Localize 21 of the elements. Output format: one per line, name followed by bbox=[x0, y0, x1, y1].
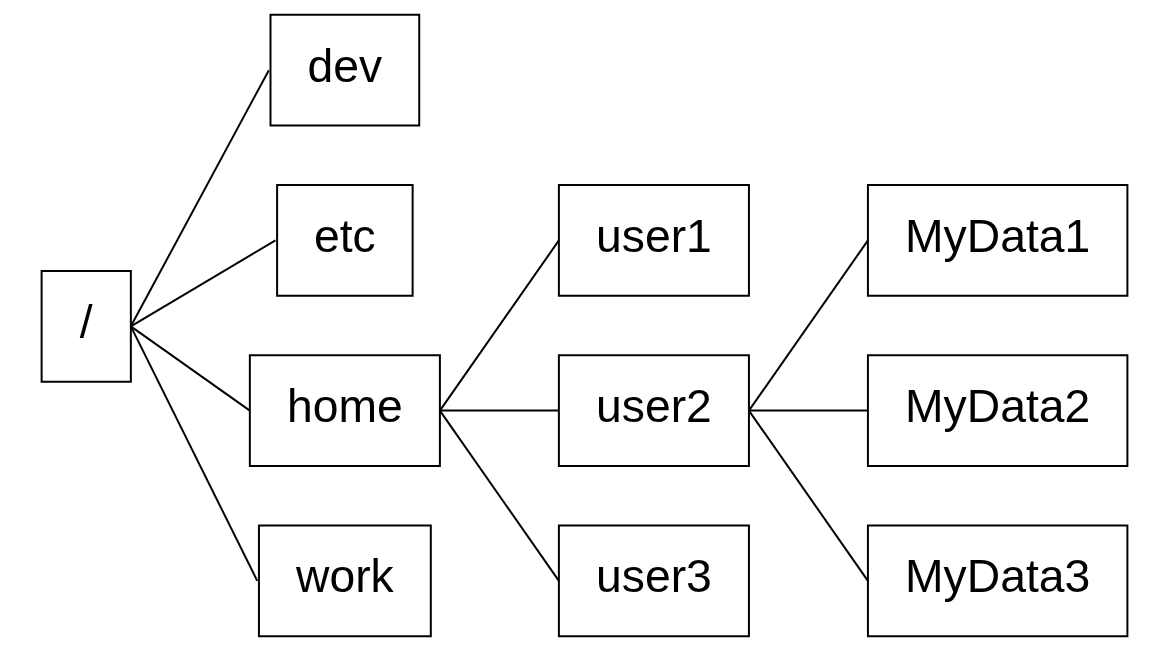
connector bbox=[129, 239, 276, 328]
node-box: MyData1 bbox=[866, 184, 1128, 297]
connector bbox=[129, 325, 251, 412]
connector bbox=[129, 325, 258, 582]
node-box: user1 bbox=[557, 184, 750, 297]
node-box: MyData3 bbox=[866, 524, 1128, 638]
node-box: / bbox=[40, 269, 132, 383]
connector bbox=[747, 409, 869, 582]
node-box: user3 bbox=[557, 524, 750, 638]
connector bbox=[747, 409, 869, 412]
connector bbox=[438, 239, 560, 412]
connector bbox=[747, 239, 869, 412]
node-box: MyData2 bbox=[866, 354, 1128, 467]
node-box: user2 bbox=[557, 354, 750, 467]
node-box: work bbox=[257, 524, 432, 638]
node-box: dev bbox=[269, 13, 420, 127]
connector bbox=[438, 409, 560, 412]
connector bbox=[438, 409, 560, 582]
node-box: etc bbox=[275, 184, 414, 297]
node-box: home bbox=[248, 354, 441, 467]
connector bbox=[129, 69, 270, 328]
